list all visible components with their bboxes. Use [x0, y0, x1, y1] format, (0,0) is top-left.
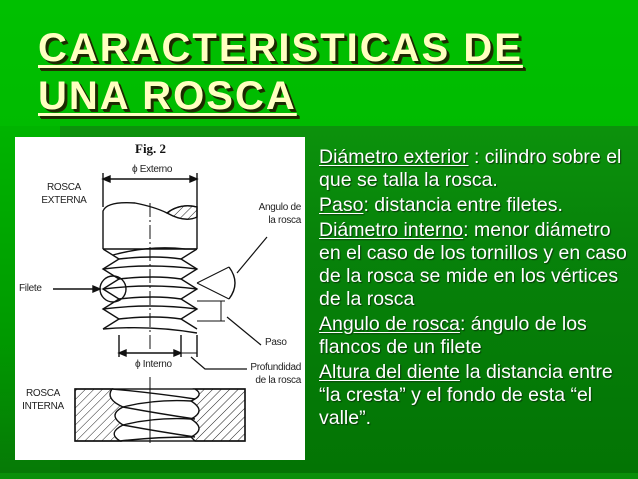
- definition-term: Diámetro exterior: [319, 146, 469, 168]
- label-rosca-externa: ROSCA EXTERNA: [41, 182, 87, 206]
- definition-term: Paso: [319, 194, 364, 216]
- label-paso: Paso: [265, 337, 287, 348]
- definition-term: Diámetro interno: [319, 219, 464, 241]
- thread-diagram-drawing: [53, 173, 268, 443]
- label-rosca-interna: ROSCA INTERNA: [22, 388, 64, 412]
- definition-paso: Paso: distancia entre filetes.: [319, 194, 634, 217]
- title-line-2: UNA ROSCA: [38, 74, 297, 118]
- definition-diametro-interno: Diámetro interno: menor diámetro en el c…: [319, 219, 634, 311]
- label-interno: ϕ Interno: [135, 359, 172, 370]
- definition-angulo-de-rosca: Angulo de rosca: ángulo de los flancos d…: [319, 313, 634, 359]
- definition-text: la distancia entre “la cresta” y el fond…: [319, 361, 613, 429]
- title-line-1: CARACTERISTICAS DE: [38, 26, 523, 70]
- definition-text: : menor diámetro en el caso de los torni…: [319, 219, 627, 310]
- definition-term: Altura del diente: [319, 361, 460, 383]
- definition-text: : ángulo de los flancos de un filete: [319, 313, 587, 358]
- definition-diametro-exterior: Diámetro exterior : cilindro sobre el qu…: [319, 146, 634, 192]
- label-profundidad-de-la-rosca: Profundidad de la rosca: [250, 362, 301, 386]
- thread-diagram-figure: Fig. 2 ϕ Externo ROSCA EXTERNA Angulo de…: [15, 137, 305, 460]
- figure-caption: Fig. 2: [135, 141, 167, 156]
- definitions-list: Diámetro exterior : cilindro sobre el qu…: [319, 146, 634, 432]
- slide-background-top: [0, 0, 638, 128]
- label-angulo-de-la-rosca: Angulo de la rosca: [258, 202, 302, 226]
- slide-title: CARACTERISTICAS DE UNA ROSCA: [38, 24, 523, 120]
- bottom-border: [0, 473, 638, 479]
- label-externo: ϕ Externo: [132, 164, 173, 175]
- definition-text: : distancia entre filetes.: [363, 194, 563, 216]
- definition-term: Angulo de rosca: [319, 313, 460, 335]
- definition-text: : cilindro sobre el que se talla la rosc…: [319, 146, 622, 191]
- definition-altura-del-diente: Altura del diente la distancia entre “la…: [319, 361, 634, 430]
- label-filete: Filete: [19, 283, 42, 294]
